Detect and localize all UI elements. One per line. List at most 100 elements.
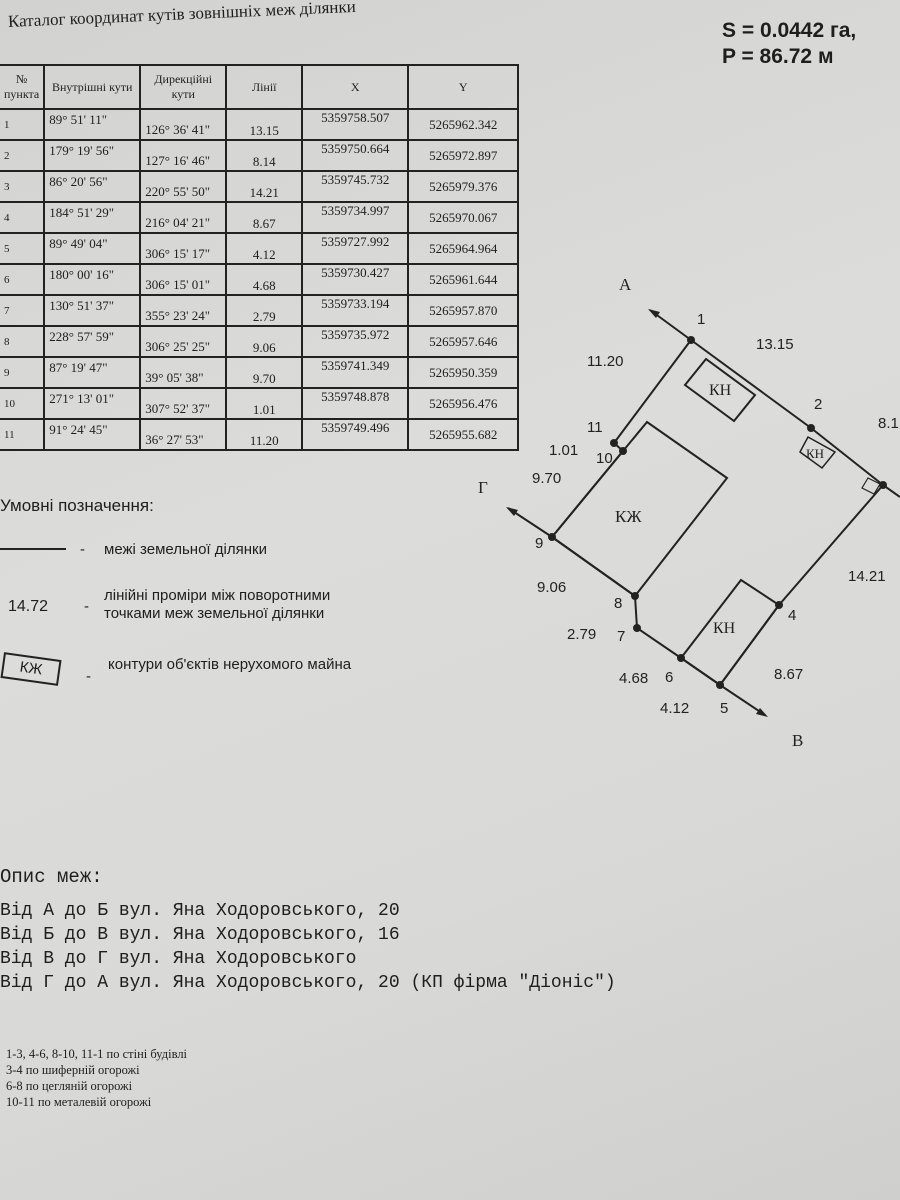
legend-symbol: 14.72 (8, 598, 49, 615)
table-cell: 89° 49' 04" (43, 232, 142, 265)
table-cell: 1.01 (225, 387, 304, 420)
table-cell: 216° 04' 21" (139, 201, 228, 234)
table-cell: 9.06 (225, 325, 304, 358)
arrow-head-g (506, 507, 518, 516)
table-cell: 8.67 (225, 201, 304, 234)
table-cell: 1 (0, 108, 46, 141)
table-cell: 36° 27' 53" (139, 418, 228, 451)
letter-g: Г (478, 478, 488, 497)
table-cell: 5265962.342 (407, 108, 520, 141)
table-cell: 10 (0, 387, 46, 420)
length-label: 2.79 (567, 626, 596, 643)
table-cell: 87° 19' 47" (43, 356, 142, 389)
table-cell: 6 (0, 263, 46, 296)
point-label: 6 (665, 669, 673, 686)
table-cell: 306° 25' 25" (139, 325, 228, 358)
table-cell: 4.12 (225, 232, 304, 265)
point-label: 9 (535, 535, 543, 552)
column-header: Y (407, 64, 520, 110)
arrow-head-a (648, 309, 660, 318)
length-label: 1.01 (549, 442, 578, 459)
length-label: 8.67 (774, 666, 803, 683)
table-cell: 3 (0, 170, 46, 203)
table-cell: 8 (0, 325, 46, 358)
table-cell: 5359734.997 (301, 201, 410, 234)
length-label: 4.68 (619, 670, 648, 687)
note-line: 6-8 по цегляній огорожі (6, 1079, 133, 1093)
table-cell: 86° 20' 56" (43, 170, 142, 203)
table-cell: 220° 55' 50" (139, 170, 228, 203)
legend-dash: - (80, 541, 85, 558)
column-header: Лінії (225, 64, 304, 110)
point-label: 1 (697, 311, 705, 328)
table-cell: 89° 51' 11" (43, 108, 142, 141)
point-label: 8 (614, 595, 622, 612)
table-cell: 7 (0, 294, 46, 327)
table-cell: 9.70 (225, 356, 304, 389)
table-cell: 5359733.194 (301, 294, 410, 327)
building-kn-top (683, 357, 757, 423)
object-label-kn-small: КН (806, 446, 824, 461)
length-label: 13.15 (756, 336, 794, 353)
area-value: S = 0.0442 га, (722, 19, 857, 42)
table-cell: 180° 00' 16" (43, 263, 142, 296)
object-label-kn: КН (713, 620, 736, 637)
table-cell: 5359758.507 (301, 108, 410, 141)
table-cell: 271° 13' 01" (43, 387, 142, 420)
table-cell: 130° 51' 37" (43, 294, 142, 327)
table-cell: 5265964.964 (407, 232, 520, 265)
table-cell: 39° 05' 38" (139, 356, 228, 389)
area-perimeter: S = 0.0442 га, P = 86.72 м (722, 18, 856, 70)
length-label: 9.06 (537, 579, 566, 596)
note-line: 1-3, 4-6, 8-10, 11-1 по стіні будівлі (6, 1047, 188, 1061)
table-cell: 2.79 (225, 294, 304, 327)
point-label: 2 (814, 396, 822, 413)
note-line: 10-11 по металевій огорожі (6, 1095, 152, 1109)
length-label: 14.21 (848, 568, 886, 585)
table-cell: 14.21 (225, 170, 304, 203)
legend-title: Умовні позначення: (0, 496, 154, 515)
column-header: Внутрішні кути (43, 64, 142, 110)
table-cell: 179° 19' 56" (43, 139, 142, 172)
description-line: Від Б до В вул. Яна Ходоровського, 16 (0, 925, 400, 945)
table-cell: 9 (0, 356, 46, 389)
table-cell: 184° 51' 29" (43, 201, 142, 234)
description-line: Від Г до А вул. Яна Ходоровського, 20 (К… (0, 973, 616, 993)
table-cell: 5265957.870 (407, 294, 520, 327)
table-cell: 306° 15' 01" (139, 263, 228, 296)
letter-v: В (792, 731, 803, 750)
table-cell: 5265979.376 (407, 170, 520, 203)
table-cell: 5359741.349 (301, 356, 410, 389)
table-cell: 5265972.897 (407, 139, 520, 172)
neighbor-line-v (719, 684, 766, 716)
length-label: 11.20 (587, 353, 623, 370)
description-title: Опис меж: (0, 866, 103, 888)
arrow-head-v (756, 708, 768, 717)
table-cell: 5265957.646 (407, 325, 520, 358)
letter-a: А (619, 275, 632, 294)
object-label-kn: КН (709, 382, 732, 399)
note-line: 3-4 по шиферній огорожі (6, 1063, 140, 1077)
point-label: 4 (788, 607, 796, 624)
legend-text: лінійні проміри між поворотними точками … (104, 587, 331, 622)
table-cell: 11 (0, 418, 46, 451)
table-cell: 355° 23' 24" (139, 294, 228, 327)
column-header: № пункта (0, 64, 46, 110)
table-cell: 5359730.427 (301, 263, 410, 296)
point-label: 10 (596, 450, 613, 467)
point-label: 11 (587, 419, 603, 436)
description-line: Від В до Г вул. Яна Ходоровського (0, 949, 357, 969)
object-label-kzh: КЖ (615, 507, 642, 526)
table-cell: 13.15 (225, 108, 304, 141)
table-cell: 5359735.972 (301, 325, 410, 358)
table-cell: 2 (0, 139, 46, 172)
table-cell: 5 (0, 232, 46, 265)
